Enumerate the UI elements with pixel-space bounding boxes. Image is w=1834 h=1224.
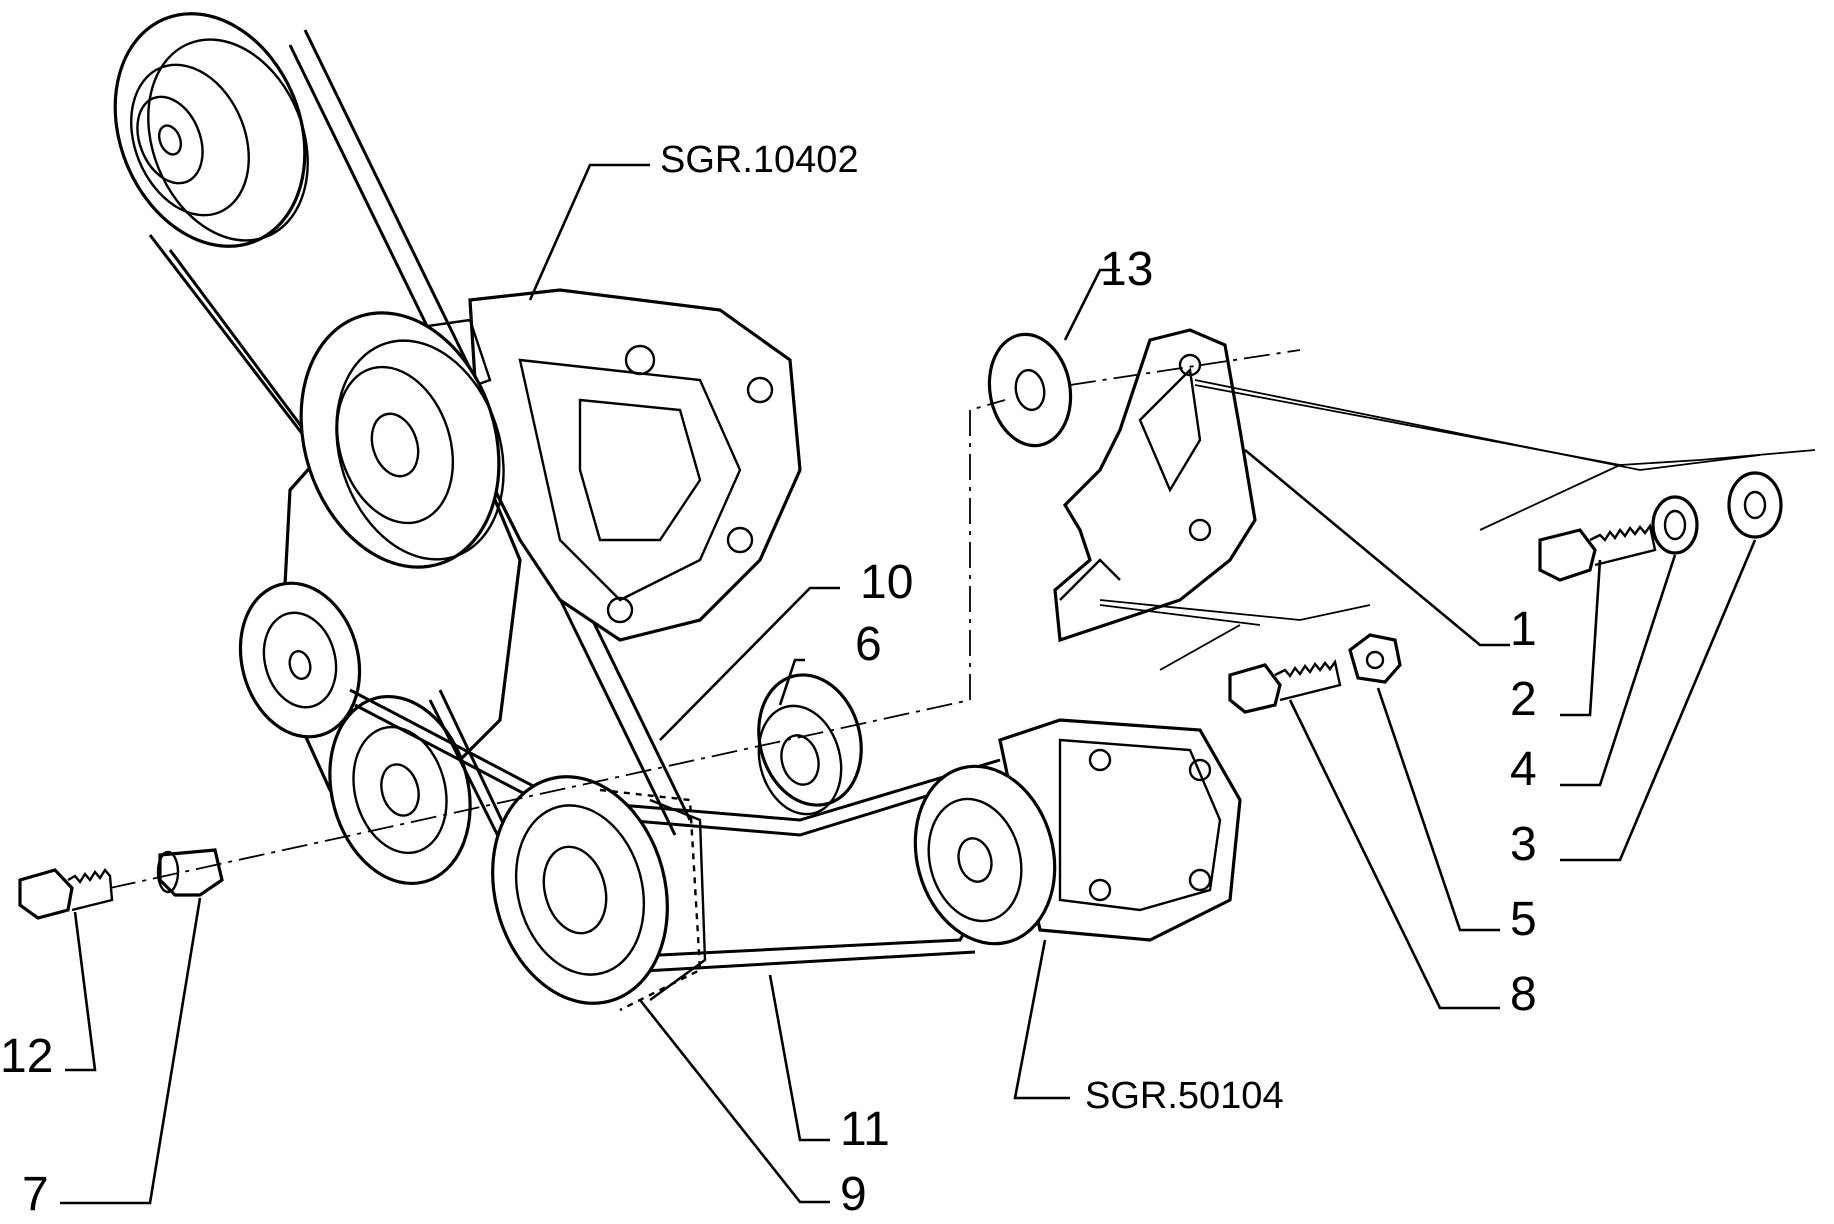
leader-9 [638,999,830,1204]
callout-1: 1 [1510,603,1537,656]
callout-8: 8 [1510,968,1537,1021]
ac-compressor [913,718,1242,946]
leader-13 [1063,268,1120,341]
tensioner-pulley [757,673,863,816]
callout-2: 2 [1510,673,1537,726]
leader-6 [778,658,805,706]
callout-4: 4 [1510,743,1537,796]
leader-8 [1288,699,1500,1010]
middle-pulley [299,311,505,569]
callout-11: 11 [840,1103,890,1156]
callout-7: 7 [22,1168,49,1219]
left-idler-pulley [238,581,362,739]
spacer-disc [987,332,1073,448]
leader-lines [60,163,1757,1205]
callout-6: 6 [855,618,882,671]
callout-9: 9 [840,1168,867,1219]
ref-label-sgr10402: SGR.10402 [660,139,859,181]
leader-10 [659,586,840,741]
leader-7 [60,897,202,1205]
callout-13: 13 [1100,243,1153,296]
callout-10: 10 [860,556,913,609]
leader-5 [1376,687,1500,932]
mounting-bracket [1053,328,1257,643]
callout-labels: SGR.10402 SGR.50104 13 10 6 1 2 4 3 5 8 … [0,139,1537,1221]
crankshaft-pulley [491,775,707,1012]
callout-12: 12 [0,1030,53,1083]
flat-washer-3 [1727,471,1783,539]
assembly-axis-lines [109,349,1816,889]
water-pump-housing [328,288,802,642]
leader-sgr50104 [1013,939,1070,1100]
leader-1 [1244,448,1510,647]
callout-3: 3 [1510,818,1537,871]
leader-sgr10402 [528,163,650,301]
bolt-12 [18,867,114,920]
top-pulley [113,12,309,248]
bolt-8 [1228,659,1342,714]
spring-washer-4 [1651,495,1699,555]
leader-2 [1560,559,1602,717]
callout-5: 5 [1510,893,1537,946]
leader-3 [1560,539,1757,862]
leader-12 [65,911,97,1072]
spacer-bushing-7 [156,848,224,897]
leader-11 [768,974,830,1142]
ref-label-sgr50104: SGR.50104 [1085,1075,1284,1117]
leader-4 [1560,554,1677,787]
bolt-2 [1538,523,1657,582]
nut-5 [1348,633,1402,684]
